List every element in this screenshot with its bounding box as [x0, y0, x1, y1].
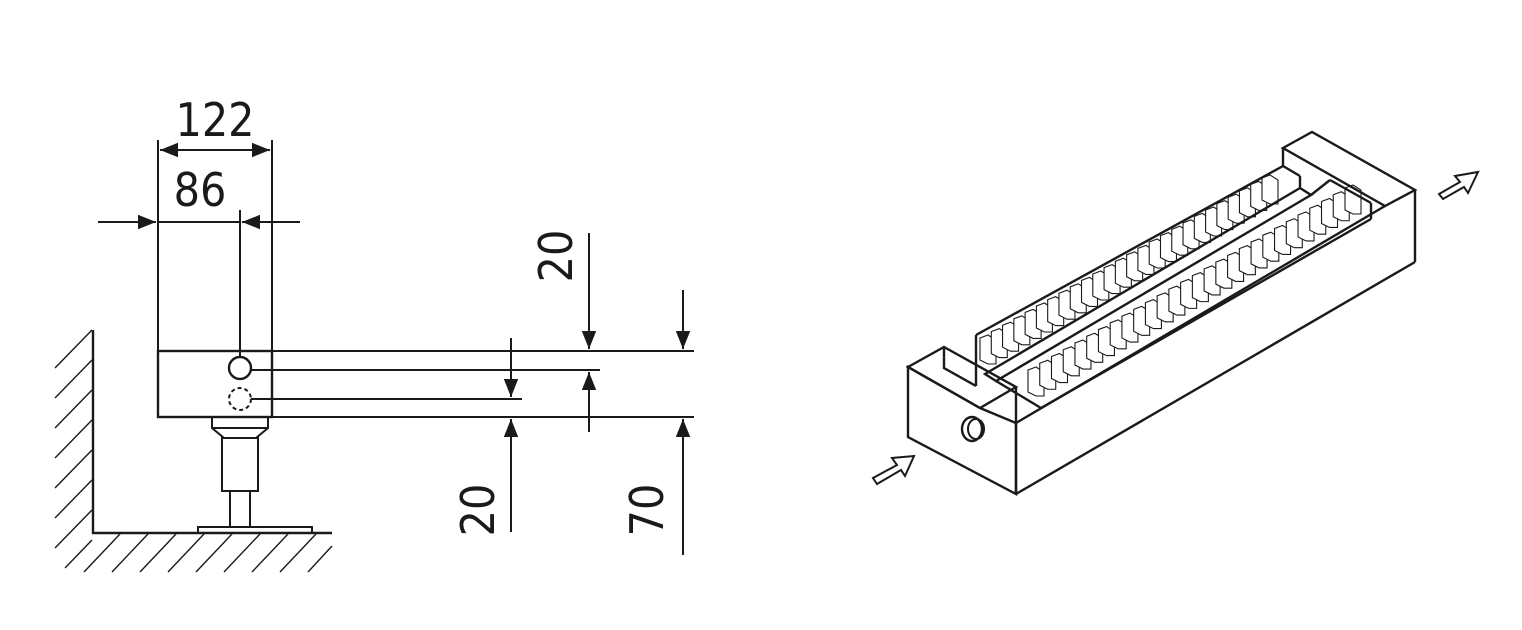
fins-back-row: [979, 174, 1279, 365]
dimension-pipe-to-bottom: 20: [451, 338, 519, 537]
radiator-body: [156, 349, 274, 419]
dimension-connection-offset: 86: [98, 163, 300, 230]
trench-structure: [905, 130, 1418, 496]
dimension-122-label: 122: [176, 93, 255, 147]
dimension-86-label: 86: [174, 163, 227, 217]
return-connection-hidden: [228, 387, 252, 411]
dimension-overall-width: 122: [160, 93, 270, 158]
floor-hatching: [83, 533, 333, 573]
dimension-top-to-pipe: 20: [529, 230, 597, 432]
dimension-total-height: 70: [620, 290, 691, 555]
fins-front-row: [1027, 184, 1362, 397]
side-view: 122 86 20 20 70: [54, 93, 694, 573]
wall-hatching: [54, 329, 93, 569]
inlet-arrow-icon: [871, 454, 916, 486]
isometric-view: [871, 130, 1480, 496]
support-foot: [197, 417, 313, 534]
dimension-70-label: 70: [620, 484, 674, 537]
convector-fin: [1261, 174, 1279, 205]
outlet-arrow-icon: [1437, 170, 1480, 201]
dimension-20-top-label: 20: [529, 230, 583, 283]
supply-connection: [227, 355, 253, 381]
dimension-20-bottom-label: 20: [451, 484, 505, 537]
wall-and-floor: [54, 329, 333, 573]
